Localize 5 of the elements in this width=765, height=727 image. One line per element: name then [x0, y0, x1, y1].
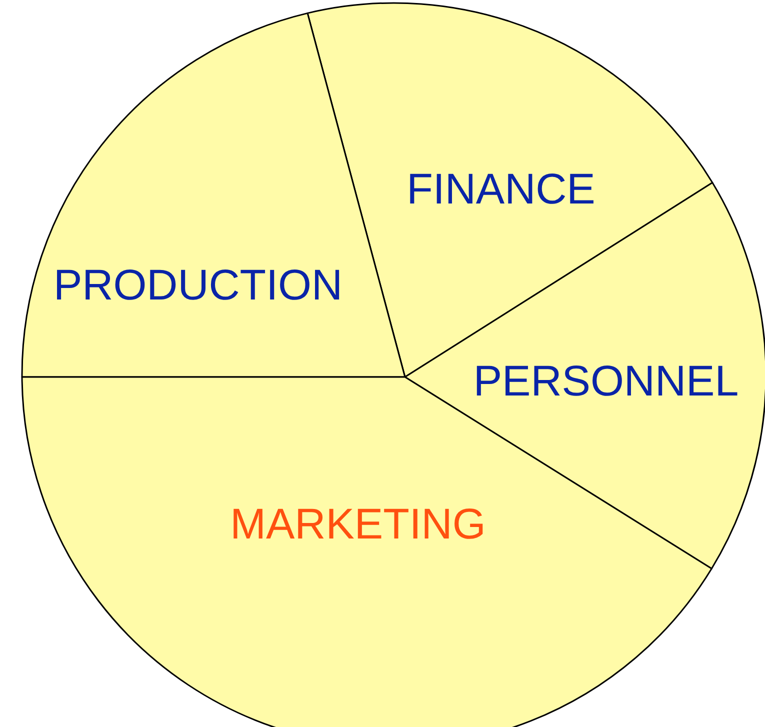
slice-label: FINANCE — [406, 168, 596, 212]
slice-label: MARKETING — [230, 504, 486, 546]
pie-slice — [21, 12, 406, 379]
slice-label: PRODUCTION — [53, 264, 343, 308]
slice-label: PERSONNEL — [473, 360, 739, 404]
